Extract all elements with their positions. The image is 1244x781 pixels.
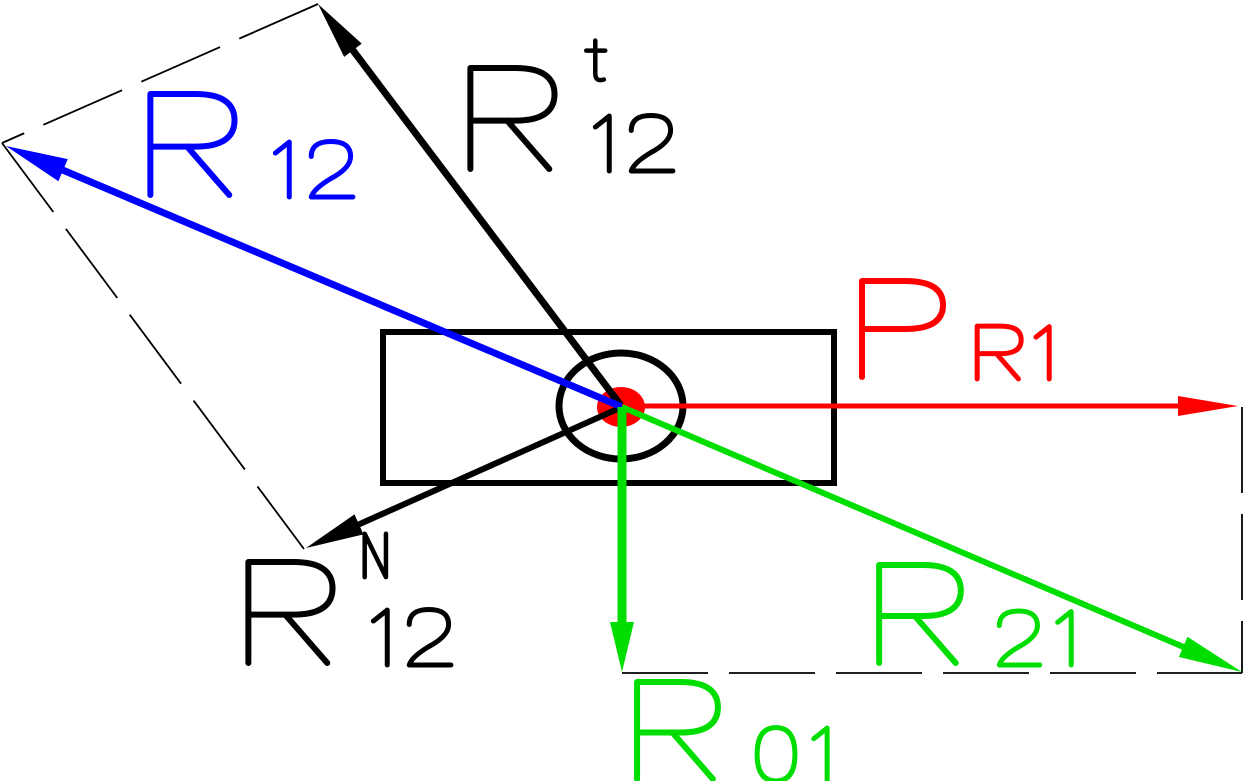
label-r12t [467,38,676,174]
vector-labels-layer [147,38,1074,781]
label-r12 [147,91,356,200]
vector-r12n-head [306,514,364,548]
vector-r21 [620,404,1242,672]
construction-lines-layer [1,3,1243,674]
vector-r12-head [6,146,68,182]
vector-r01-head [610,622,634,672]
vector-pr1 [622,396,1238,416]
label-r12n [245,531,454,668]
vector-r21-head [1178,636,1242,672]
vector-r12t-head [318,4,362,57]
label-r21 [876,561,1074,668]
label-r01 [634,678,830,781]
vector-r12t [318,4,625,410]
vector-pr1-head [1178,396,1238,416]
construction-parallelogram-top-side [1,3,319,144]
vector-r12 [6,146,624,411]
vector-r12n [306,404,624,548]
label-pr1 [859,278,1052,382]
force-vectors-layer [6,4,1242,672]
vector-r01 [610,407,634,672]
construction-parallelogram-left-side [1,142,305,550]
